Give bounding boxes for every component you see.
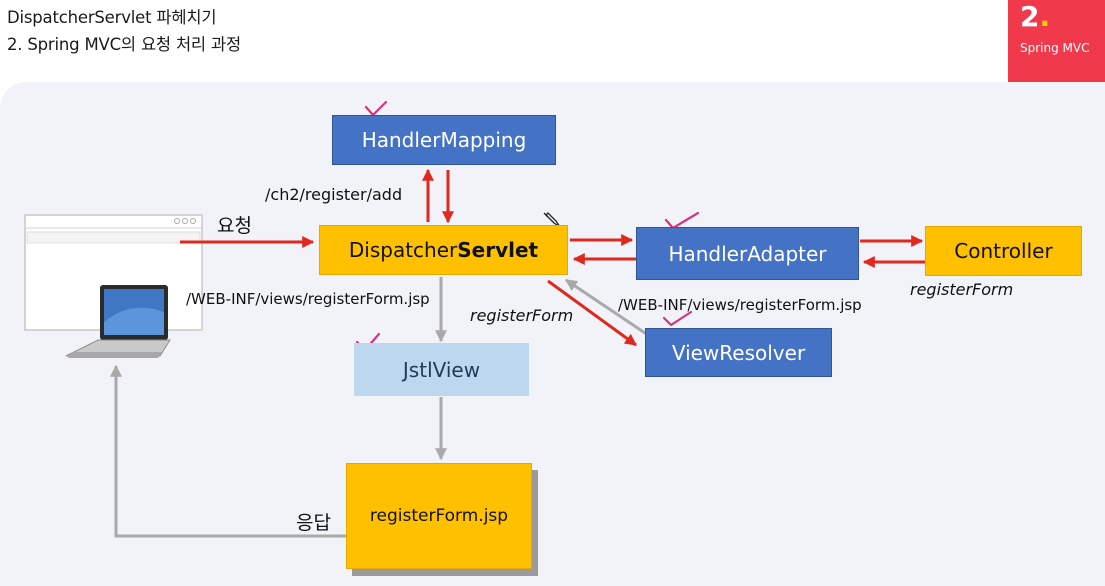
- request-url-label: /ch2/register/add: [265, 185, 403, 204]
- view-resolver-box: ViewResolver: [645, 328, 832, 377]
- view-path-label-right: /WEB-INF/views/registerForm.jsp: [618, 296, 862, 314]
- pencil-cursor-icon: [543, 212, 561, 228]
- dispatcher-bold: Servlet: [457, 238, 539, 262]
- badge-label: Spring MVC: [1020, 41, 1090, 55]
- response-label: 응답: [296, 512, 331, 534]
- diagram-panel: [0, 82, 1105, 586]
- jstl-view-box: JstlView: [354, 343, 529, 396]
- handler-adapter-box: HandlerAdapter: [636, 227, 859, 280]
- page-title: DispatcherServlet 파헤치기: [7, 8, 217, 27]
- request-label: 요청: [217, 215, 252, 237]
- dispatcher-prefix: Dispatcher: [348, 238, 458, 262]
- handler-mapping-box: HandlerMapping: [332, 115, 556, 165]
- register-form-jsp-box: registerForm.jsp: [346, 463, 532, 569]
- controller-box: Controller: [925, 226, 1082, 276]
- laptop-icon: [65, 285, 171, 358]
- view-name-label-resolver: registerForm: [470, 306, 574, 325]
- page-subtitle: 2. Spring MVC의 요청 처리 과정: [7, 35, 241, 54]
- view-name-label-controller: registerForm: [910, 280, 1014, 299]
- view-path-label-left: /WEB-INF/views/registerForm.jsp: [186, 290, 430, 308]
- badge-number: 2.: [1020, 0, 1051, 33]
